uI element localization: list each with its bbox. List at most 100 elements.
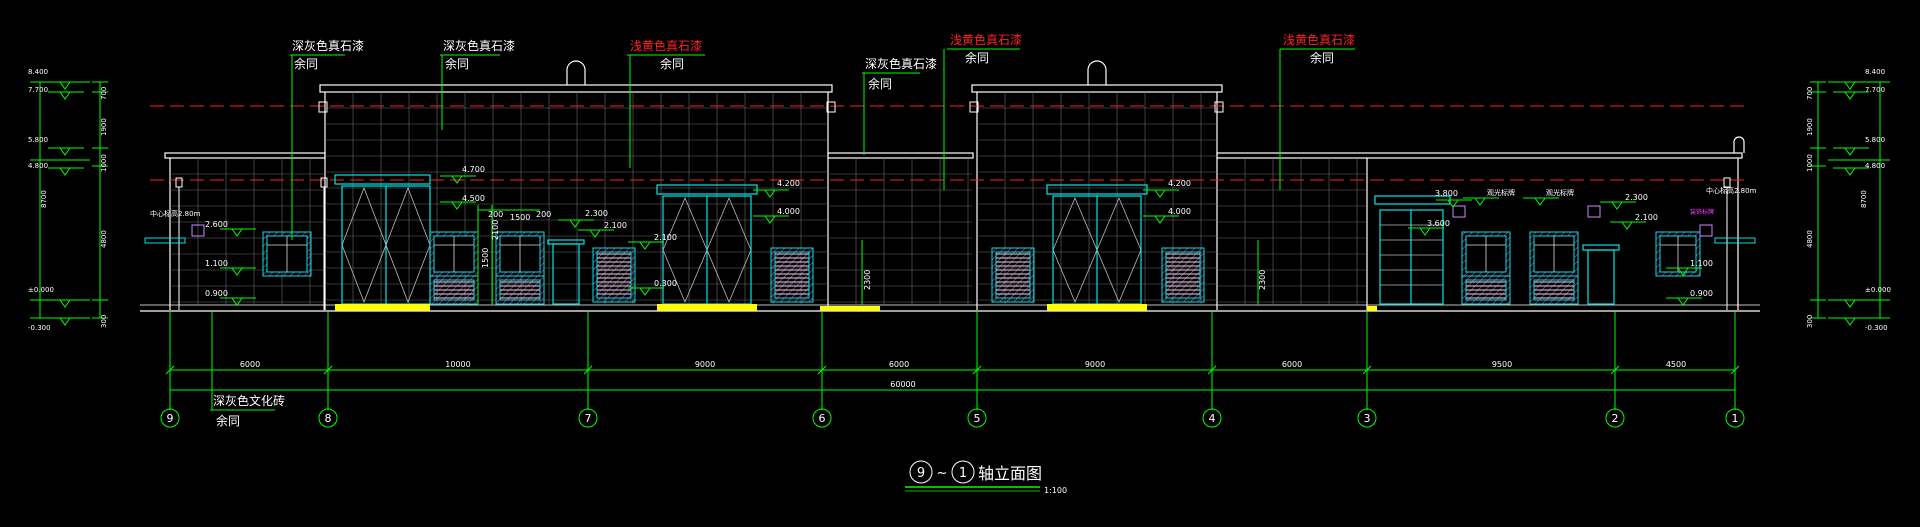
material-label-1: 深灰色真石漆 [292, 39, 364, 53]
span-total: 60000 [890, 380, 915, 389]
sign-label-left: 中心标高2.80m [150, 209, 201, 218]
elev-d2: 4.000 [777, 207, 800, 216]
elev-c4: 0.300 [654, 279, 677, 288]
material-note-6: 余同 [1310, 50, 1334, 65]
left-elevation-5800: 5.800 [28, 136, 48, 144]
left-dim-700: 700 [100, 87, 108, 100]
title-text: 轴立面图 [978, 464, 1042, 483]
material-note-1: 余同 [294, 56, 318, 71]
elev-b1: 4.700 [462, 165, 485, 174]
windows [262, 231, 1701, 305]
canopies [144, 237, 1756, 244]
title-scale: 1:100 [1044, 486, 1067, 495]
entrance-steps [335, 304, 1377, 311]
axis-label-a6: 6 [819, 412, 826, 425]
sign-boards [191, 205, 1713, 237]
right-dim-1000: 1000 [1806, 154, 1814, 172]
material-note-5: 余同 [965, 50, 989, 65]
win-dim-w4: 1500 [481, 248, 490, 268]
material-note-3: 余同 [660, 56, 684, 71]
axis-label-a3: 3 [1364, 412, 1371, 425]
left-elevation-0: ±0.000 [28, 286, 54, 294]
axis-label-a8: 8 [325, 412, 332, 425]
span-10000: 10000 [445, 360, 470, 369]
wall-lamps [175, 101, 1731, 310]
material-note-2: 余同 [445, 56, 469, 71]
material-label-5: 浅黄色真石漆 [950, 33, 1022, 47]
elev-b2: 4.500 [462, 194, 485, 203]
left-dim-4800: 4800 [100, 230, 108, 248]
material-note-4: 余同 [868, 76, 892, 91]
facade-grid [170, 92, 1367, 305]
right-dim-4800: 4800 [1806, 230, 1814, 248]
left-elevation-marks: 8.400 7.700 5.800 4.800 ±0.000 -0.300 [28, 68, 54, 332]
elev-f1: 3.800 [1435, 189, 1458, 198]
axis-label-a7: 7 [585, 412, 592, 425]
win-dim-w1: 200 [488, 210, 503, 219]
span-6000-a: 6000 [240, 360, 260, 369]
left-dimension-text: 700 1900 1000 4800 300 8700 [40, 87, 108, 328]
elev-g2: 2.100 [1635, 213, 1658, 222]
right-elevation-marks: 8.400 7.700 5.800 4.800 ±0.000 -0.300 [1865, 68, 1891, 332]
title-axis-right: 1 [959, 466, 967, 481]
win-dim-w3: 200 [536, 210, 551, 219]
elev-h2: 0.900 [1690, 289, 1713, 298]
elev-h1: 1.100 [1690, 259, 1713, 268]
material-label-7: 深灰色文化砖 [213, 393, 285, 408]
span-6000-c: 6000 [1282, 360, 1302, 369]
left-elevation-8400: 8.400 [28, 68, 48, 76]
left-dim-1900: 1900 [100, 118, 108, 136]
span-9000-b: 9000 [1085, 360, 1105, 369]
drawing-title: 9 ~ 1 轴立面图 1:100 [905, 460, 1067, 495]
right-elevation-minus: -0.300 [1865, 324, 1888, 332]
elev-a1: 2.600 [205, 220, 228, 229]
axis-label-a4: 4 [1209, 412, 1216, 425]
left-dim-1000: 1000 [100, 154, 108, 172]
span-dimensions: 6000 10000 9000 6000 9000 6000 9500 4500… [240, 360, 1686, 389]
elev-a2: 1.100 [205, 259, 228, 268]
title-tilde: ~ [937, 466, 948, 481]
building-outline [140, 60, 1760, 312]
elev-c3: 2.100 [654, 233, 677, 242]
reference-lines [150, 105, 1750, 181]
wall-dim-s2: 2300 [1258, 270, 1267, 290]
title-axis-left: 9 [917, 466, 925, 481]
annotation-lines [30, 48, 1890, 411]
material-label-4: 深灰色真石漆 [865, 57, 937, 71]
elev-e1: 4.200 [1168, 179, 1191, 188]
span-6000-b: 6000 [889, 360, 909, 369]
material-label-3: 浅黄色真石漆 [630, 39, 702, 53]
left-elevation-minus: -0.300 [28, 324, 51, 332]
right-dim-300: 300 [1806, 315, 1814, 328]
right-elevation-4800: 4.800 [1865, 162, 1885, 170]
elev-g1: 2.300 [1625, 193, 1648, 202]
left-elevation-7700: 7.700 [28, 86, 48, 94]
elev-e2: 4.000 [1168, 207, 1191, 216]
win-dim-w5: 2100 [491, 220, 500, 240]
level-symbols [48, 81, 1869, 326]
elev-d1: 4.200 [777, 179, 800, 188]
elev-c2: 2.100 [604, 221, 627, 230]
left-elevation-4800: 4.800 [28, 162, 48, 170]
span-9000-a: 9000 [695, 360, 715, 369]
span-4500: 4500 [1666, 360, 1686, 369]
wall-dim-s1: 2300 [863, 270, 872, 290]
left-dim-300: 300 [100, 315, 108, 328]
material-note-7: 余同 [216, 413, 240, 428]
sign-label-right: 中心标高2.80m [1706, 186, 1757, 195]
lamp-label-3: 装饰标牌 [1690, 208, 1714, 216]
axis-label-a1: 1 [1732, 412, 1739, 425]
axis-label-a2: 2 [1612, 412, 1619, 425]
win-dim-w2: 1500 [510, 213, 530, 222]
right-dim-total: 8700 [1860, 190, 1868, 208]
inner-elevation-labels: 2.600 1.100 0.900 4.700 4.500 2.300 2.10… [150, 165, 1757, 298]
elev-a3: 0.900 [205, 289, 228, 298]
material-label-2: 深灰色真石漆 [443, 39, 515, 53]
elev-f2: 3.600 [1427, 219, 1450, 228]
elev-c1: 2.300 [585, 209, 608, 218]
right-dim-700: 700 [1806, 87, 1814, 100]
right-elevation-5800: 5.800 [1865, 136, 1885, 144]
right-dim-1900: 1900 [1806, 118, 1814, 136]
